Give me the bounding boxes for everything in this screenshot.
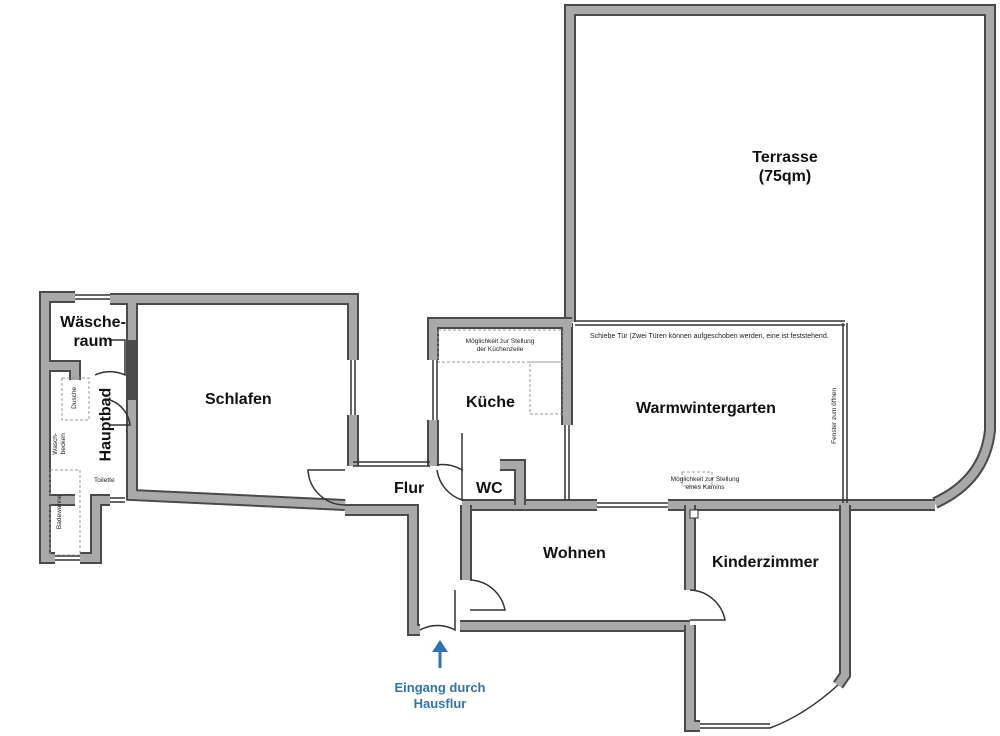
kamin-line2: eines Kamins bbox=[685, 483, 725, 491]
room-label-warmwintergarten: Warmwintergarten bbox=[636, 400, 776, 417]
room-label-waescheraum: Wäsche-raum bbox=[58, 313, 128, 351]
kamin-line1: Möglichkeit zur Stellung bbox=[670, 476, 740, 483]
annotation-fenster: Fenster zum öffnen bbox=[831, 387, 839, 444]
doors bbox=[94, 339, 726, 632]
waschbecken-line2: becken bbox=[60, 433, 67, 455]
waescheraum-line1: Wäsche- bbox=[60, 314, 126, 331]
waescheraum-line2: raum bbox=[73, 333, 113, 351]
annotation-schiebetuer: Schiebe Tür (Zwei Türen können aufgescho… bbox=[590, 333, 829, 340]
windows bbox=[55, 294, 848, 729]
entrance-arrow bbox=[432, 640, 448, 668]
room-label-wc: WC bbox=[476, 480, 503, 497]
annotation-badewanne: Badewanne bbox=[56, 494, 64, 530]
room-label-hauptbad: Hauptbad bbox=[97, 387, 115, 462]
walls bbox=[39, 4, 996, 732]
annotation-waschbecken: Wasch-becken bbox=[52, 424, 68, 464]
furniture-zones bbox=[49, 329, 713, 556]
room-label-schlafen: Schlafen bbox=[205, 391, 272, 408]
kuechenzeile-line2: der Küchenzeile bbox=[476, 345, 524, 353]
room-label-flur: Flur bbox=[394, 480, 425, 497]
room-label-kueche: Küche bbox=[466, 394, 515, 411]
terrasse-label: Terrasse bbox=[752, 149, 818, 166]
annotation-toilette: Toilette bbox=[94, 477, 115, 484]
room-label-kinderzimmer: Kinderzimmer bbox=[712, 554, 819, 571]
annotation-dusche: Dusche bbox=[71, 386, 79, 409]
room-label-terrasse: Terrasse (75qm) bbox=[735, 148, 835, 186]
room-label-wohnen: Wohnen bbox=[543, 545, 606, 562]
entrance-line2: Hausflur bbox=[413, 695, 467, 711]
entrance-line1: Eingang durch bbox=[394, 680, 486, 695]
waschbecken-line1: Wasch- bbox=[52, 432, 60, 455]
terrasse-size: (75qm) bbox=[758, 168, 812, 186]
kuechenzeile-line1: Möglichkeit zur Stellung bbox=[465, 338, 535, 345]
